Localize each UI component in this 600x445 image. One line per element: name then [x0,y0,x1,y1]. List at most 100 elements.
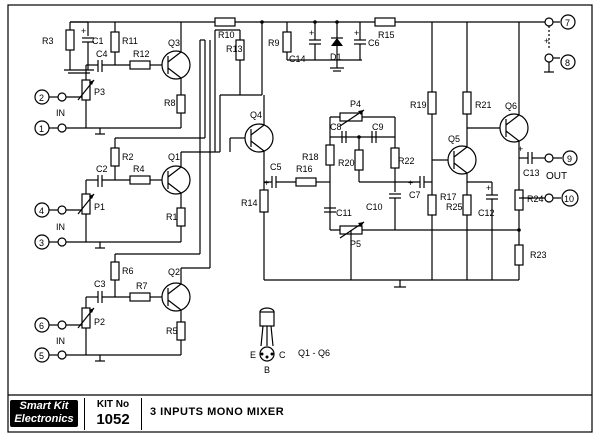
label-r19: R19 [410,100,427,110]
label-d1: D1 [330,52,342,62]
ground-rail [264,279,519,288]
channel-3-stage: R3 C1 + R11 C4 R12 Q3 R8 [42,21,191,135]
label-r12: R12 [133,49,150,59]
label-in-2: IN [56,336,65,346]
c6-plus: + [354,28,359,38]
label-c10: C10 [366,202,383,212]
label-r4: R4 [133,164,145,174]
frame-border [7,4,593,433]
brand-line-1: Smart Kit [19,400,69,412]
terminal-label-10: 10 [564,194,574,204]
c7-plus: + [408,178,413,188]
label-p3: P3 [94,87,105,97]
label-r8: R8 [164,98,176,108]
kit-number: 1052 [96,411,130,428]
label-r3: R3 [42,36,54,46]
terminal-label-6: 6 [39,321,44,331]
resistor-r16: R16 [295,164,330,187]
label-r7: R7 [136,281,148,291]
label-p5: P5 [350,239,361,249]
kit-label: KIT No [96,399,130,410]
label-c8: C8 [330,122,342,132]
label-c9: C9 [372,122,384,132]
terminal-label-3: 3 [39,238,44,248]
brand-line-2: Electronics [14,413,74,425]
label-c1: C1 [92,36,104,46]
c5-plus: + [264,178,269,188]
terminal-7: 7 [544,14,576,30]
schematic-title: 3 INPUTS MONO MIXER [150,406,285,418]
c12-plus: + [486,183,491,193]
label-r17: R17 [440,192,457,202]
tone-network: P4 C8 C9 R18 R20 R22 C10 C11 [302,99,420,280]
channel-2-stage: R6 C3 R7 Q2 R5 P2 [66,253,210,362]
capacitor-c5: C5 + [264,162,296,188]
pin-c-label: C [279,350,286,360]
label-in-3: IN [56,108,65,118]
label-r11: R11 [122,36,138,46]
label-q1: Q1 [168,152,180,162]
label-r18: R18 [302,152,319,162]
label-c7: C7 [409,190,421,200]
label-r23: R23 [530,250,547,260]
collector-bus: R13 [199,22,263,268]
label-r1: R1 [166,212,178,222]
brand-logo: Smart Kit Electronics [10,400,78,427]
label-c11: C11 [336,208,352,218]
label-c3: C3 [94,279,106,289]
terminal-8: 8 [544,53,576,73]
terminal-4: 4 [34,202,67,218]
c13-plus: + [518,144,523,154]
terminal-label-2: 2 [39,93,44,103]
label-c12: C12 [478,208,495,218]
output-stage: R19 + C7 Q5 R17 R25 + C12 R2 [395,22,547,280]
terminal-2: 2 [34,89,67,105]
supply-filter: R9 + C14 D1 + C6 [268,22,380,72]
label-r13: R13 [226,44,243,54]
pin-b-label: B [264,365,270,375]
label-r20: R20 [338,158,355,168]
label-plus-7: + [544,36,549,46]
terminal-label-4: 4 [39,206,44,216]
terminal-3: 3 [34,234,67,250]
label-q4: Q4 [250,110,262,120]
label-r16: R16 [296,164,313,174]
channel-1-stage: R2 C2 R4 Q1 R1 P1 [66,137,215,249]
resistor-r10: R10 [214,17,236,40]
label-c13: C13 [523,168,540,178]
resistor-r15: R15 [374,17,396,40]
terminal-9: 9 [544,150,578,166]
label-p1: P1 [94,202,105,212]
label-r14: R14 [241,198,258,208]
label-c2: C2 [96,164,108,174]
label-r15: R15 [378,30,395,40]
label-q5: Q5 [448,134,460,144]
kit-number-box: KIT No 1052 [84,398,142,430]
resistor-r14: R14 [241,151,269,280]
label-r24: R24 [527,194,544,204]
label-c6: C6 [368,38,380,48]
terminal-10: 10 [544,189,579,207]
label-q6: Q6 [505,101,517,111]
c14-plus: + [309,28,314,38]
label-c4: C4 [96,49,108,59]
label-in-1: IN [56,222,65,232]
terminal-label-9: 9 [567,154,572,164]
terminal-label-7: 7 [565,18,570,28]
label-c5: C5 [270,162,282,172]
terminal-5: 5 [34,347,67,363]
terminal-label-5: 5 [39,351,44,361]
pin-e-label: E [250,350,256,360]
supply-rail [70,20,545,24]
label-r5: R5 [166,326,178,336]
transistor-q4: Q4 [229,95,274,153]
terminal-label-8: 8 [565,58,570,68]
terminal-6: 6 [34,317,67,333]
label-p4: P4 [350,99,361,109]
label-r9: R9 [268,38,280,48]
label-out: OUT [546,171,567,182]
label-q2: Q2 [168,267,180,277]
label-p2: P2 [94,317,105,327]
